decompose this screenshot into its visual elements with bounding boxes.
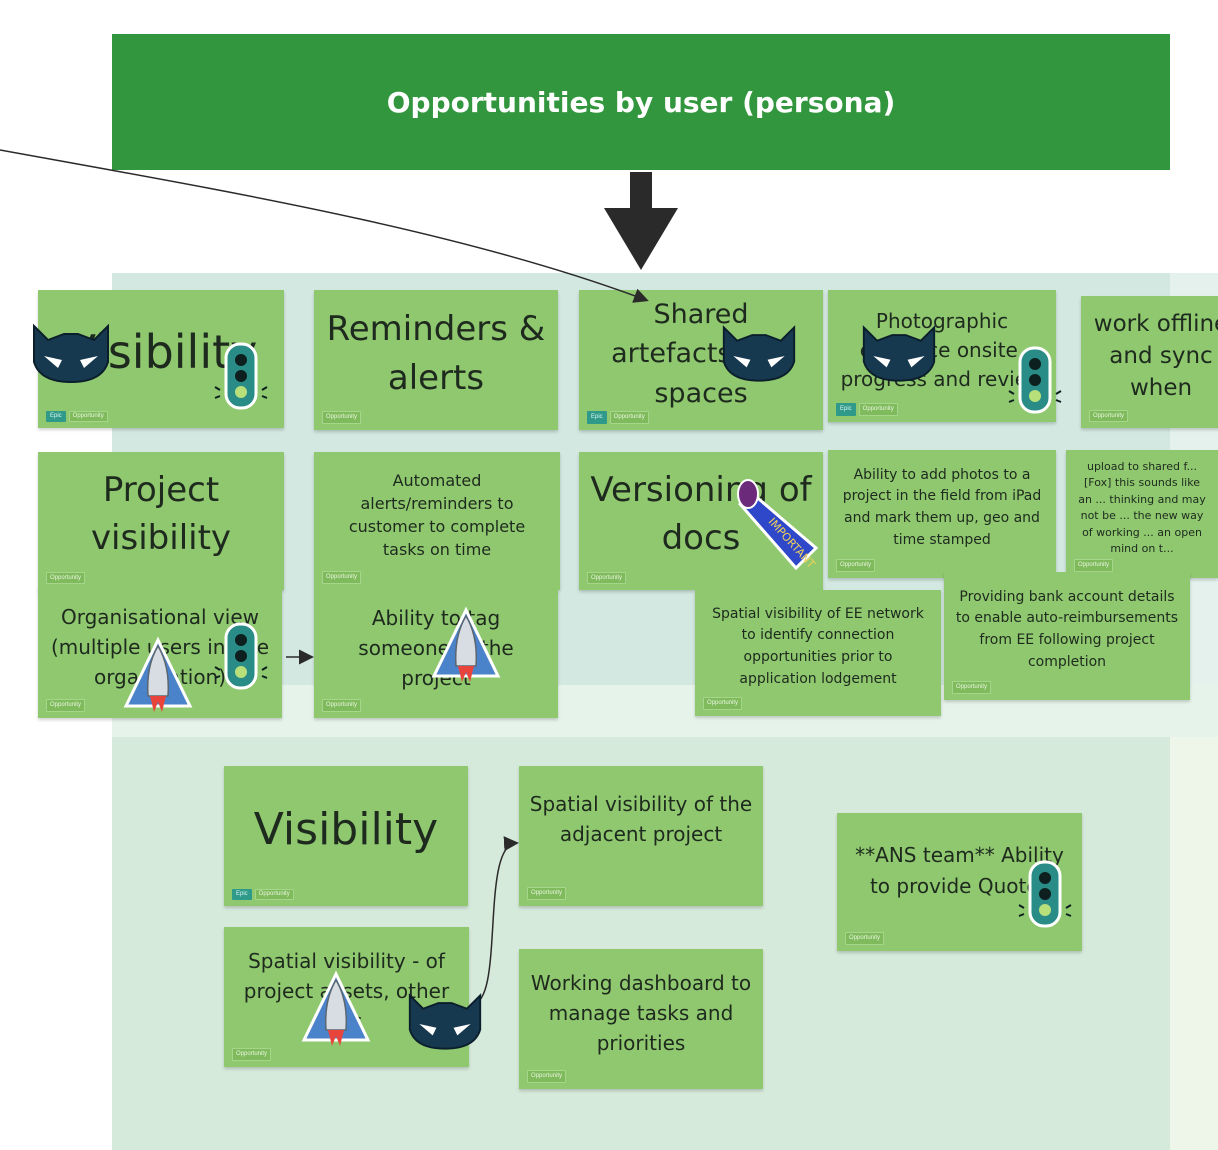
opportunity-tag: Opportunity xyxy=(845,931,885,945)
card-upload-shared[interactable]: upload to shared f... [Fox] this sounds … xyxy=(1066,450,1218,578)
card-spatial-ee[interactable]: Spatial visibility of EE network to iden… xyxy=(695,590,941,716)
page-title: Opportunities by user (persona) xyxy=(386,85,896,119)
opportunity-tag: Opportunity xyxy=(1074,559,1114,572)
opportunity-tag: Opportunity xyxy=(836,558,876,572)
batman-mask-icon[interactable] xyxy=(860,322,938,388)
opportunity-tag: Opportunity xyxy=(46,571,86,584)
opportunity-tag: Opportunity xyxy=(322,699,362,712)
card-automated-alerts[interactable]: Automated alerts/reminders to customer t… xyxy=(314,452,560,590)
rocket-icon[interactable] xyxy=(298,970,374,1054)
card-project-visibility[interactable]: Project visibility Opportunity xyxy=(38,452,284,590)
rocket-icon[interactable] xyxy=(120,636,196,720)
card-bank-account[interactable]: Providing bank account details to enable… xyxy=(944,572,1190,700)
traffic-light-icon[interactable] xyxy=(1018,858,1072,932)
card-ans-team[interactable]: **ANS team** Ability to provide Quotes O… xyxy=(837,813,1082,951)
epic-tag: Epic xyxy=(46,410,66,422)
opportunity-tag: Opportunity xyxy=(587,571,627,584)
opportunity-tag: Opportunity xyxy=(527,1070,567,1083)
opportunity-tag: Opportunity xyxy=(609,411,649,424)
batman-mask-icon[interactable] xyxy=(30,322,112,388)
opportunity-tag: Opportunity xyxy=(527,887,567,900)
epic-tag: Epic xyxy=(587,411,607,424)
opportunity-tag: Opportunity xyxy=(322,411,362,424)
rocket-icon[interactable] xyxy=(428,606,504,690)
curved-connector-arrow xyxy=(0,149,649,303)
batman-mask-icon[interactable] xyxy=(406,990,484,1056)
opportunity-tag: Opportunity xyxy=(703,696,743,710)
opportunity-tag: Opportunity xyxy=(858,403,898,416)
card-working-dashboard[interactable]: Working dashboard to manage tasks and pr… xyxy=(519,949,763,1089)
traffic-light-icon[interactable] xyxy=(1008,344,1062,418)
card-add-photos[interactable]: Ability to add photos to a project in th… xyxy=(828,450,1056,578)
opportunity-tag: Opportunity xyxy=(254,888,294,900)
opportunity-tag: Opportunity xyxy=(68,410,108,422)
epic-tag: Epic xyxy=(836,403,856,416)
opportunity-tag: Opportunity xyxy=(1089,409,1129,422)
card-spatial-adjacent[interactable]: Spatial visibility of the adjacent proje… xyxy=(519,766,763,906)
card-work-offline[interactable]: work offline and sync when Opportunity xyxy=(1081,296,1218,428)
card-reminders[interactable]: Reminders & alerts Opportunity xyxy=(314,290,558,430)
zone-bottom-edge xyxy=(1170,737,1218,1150)
megaphone-icon[interactable]: IMPORTANT xyxy=(736,468,828,572)
traffic-light-icon[interactable] xyxy=(214,620,268,694)
opportunity-tag: Opportunity xyxy=(46,699,86,712)
batman-mask-icon[interactable] xyxy=(720,322,798,388)
down-arrow-icon[interactable] xyxy=(600,170,682,274)
opportunity-tag: Opportunity xyxy=(232,1048,272,1061)
page-title-banner[interactable]: Opportunities by user (persona) xyxy=(112,34,1170,170)
opportunity-tag: Opportunity xyxy=(952,680,992,694)
connector-arrow-assets-to-adjacent xyxy=(471,836,519,1005)
epic-tag: Epic xyxy=(232,888,252,900)
traffic-light-icon[interactable] xyxy=(214,340,268,414)
opportunity-tag: Opportunity xyxy=(322,571,362,584)
